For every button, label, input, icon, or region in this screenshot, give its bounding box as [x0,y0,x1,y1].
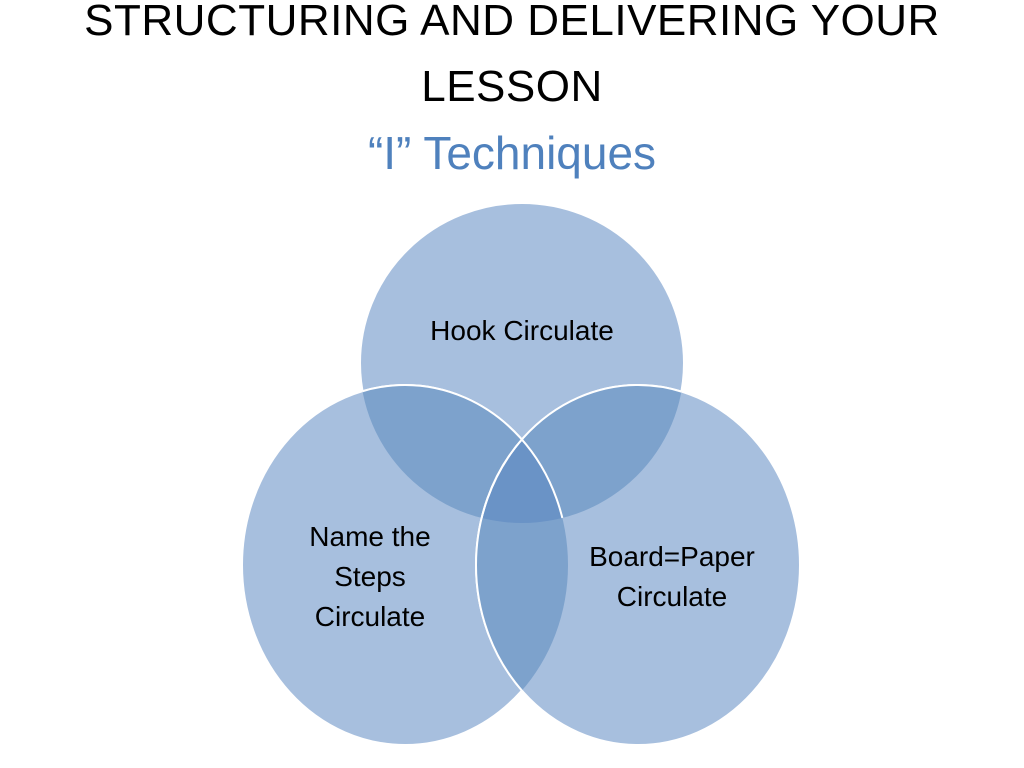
outline-right-in-left [475,385,568,745]
outline-left-in-top [360,384,569,523]
overlap-top-right [476,385,684,523]
label-top-line-1: Hook Circulate [430,315,614,346]
title-block: STRUCTURING AND DELIVERING YOUR LESSON “… [0,0,1024,186]
label-right-line-2: Circulate [617,581,727,612]
slide-title-line-1: STRUCTURING AND DELIVERING YOUR [84,0,940,45]
outline-right-in-top [475,384,684,523]
overlap-top-left [360,385,568,523]
label-left-line-3: Circulate [315,601,425,632]
slide-subtitle: “I” Techniques [367,127,657,179]
slide-title-line-2: LESSON [421,62,603,111]
label-right-line-1: Board=Paper [589,541,755,572]
label-left-line-1: Name the [309,521,430,552]
label-left-line-2: Steps [334,561,406,592]
